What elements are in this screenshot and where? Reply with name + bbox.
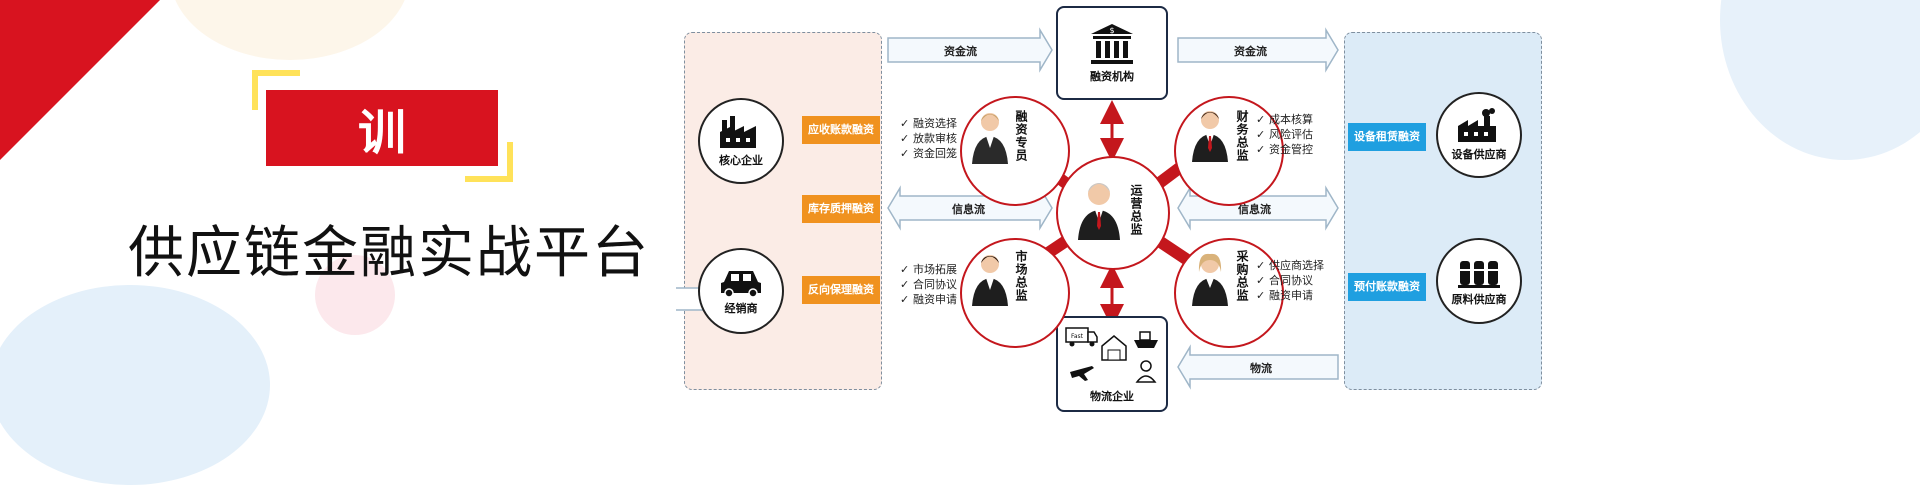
capital-flow-label-right: 资金流	[1234, 45, 1267, 58]
receivables-financing-tag: 应收账款融资	[802, 116, 880, 144]
finance-director-label: 财务总监	[1235, 110, 1249, 162]
core-enterprise-label: 核心企业	[719, 154, 763, 167]
badge-frame-bottom	[465, 176, 513, 182]
badge-frame-right	[507, 142, 513, 182]
core-enterprise-node: 核心企业	[698, 98, 784, 184]
finance-director-avatar	[1192, 111, 1228, 162]
badge-frame-top	[252, 70, 300, 76]
task-item: 市场拓展	[900, 262, 957, 277]
raw-material-supplier-label: 原料供应商	[1451, 293, 1507, 306]
distributor-label: 经销商	[724, 302, 758, 315]
logistics-company-label: 物流企业	[1090, 390, 1134, 403]
purchase-director-tasks: 供应商选择 合同协议 融资申请	[1256, 258, 1324, 303]
factory-chimney-icon	[1458, 108, 1496, 142]
truck-icon	[1065, 327, 1098, 347]
market-director-avatar	[972, 255, 1008, 306]
ship-icon	[1134, 331, 1158, 348]
truck-text: Fast	[1071, 333, 1084, 340]
task-item: 合同协议	[900, 277, 957, 292]
car-icon	[721, 271, 761, 298]
worker-icon	[1135, 360, 1157, 383]
bg-circle-pink	[315, 255, 395, 335]
warehouse-icon	[1101, 335, 1127, 361]
finance-specialist-tasks: 融资选择 放款审核 资金回笼	[900, 116, 957, 161]
factory-icon	[720, 116, 756, 148]
logistics-flow-arrow	[1177, 344, 1339, 390]
title-badge-text: 训	[357, 105, 406, 161]
left-enterprise-panel	[684, 32, 882, 390]
logistics-flow-label: 物流	[1250, 362, 1272, 375]
svg-text:$: $	[1109, 26, 1114, 35]
info-flow-label-right: 信息流	[1238, 203, 1271, 216]
inventory-pledge-financing-tag: 库存质押融资	[802, 195, 880, 223]
finance-specialist-avatar	[972, 113, 1008, 164]
task-item: 融资选择	[900, 116, 957, 131]
badge-frame-left	[252, 70, 258, 110]
bank-icon: $	[1091, 24, 1133, 64]
info-flow-label-left: 信息流	[952, 203, 985, 216]
capital-flow-arrow-right	[1177, 27, 1339, 73]
capital-flow-label-left: 资金流	[944, 45, 977, 58]
purchase-director-label: 采购总监	[1235, 250, 1249, 302]
task-item: 资金管控	[1256, 142, 1313, 157]
storage-tanks-icon	[1458, 261, 1500, 288]
page-title: 供应链金融实战平台	[128, 221, 650, 286]
top-left-red-triangle	[0, 0, 160, 160]
operations-director-avatar	[1078, 183, 1120, 240]
task-item: 供应商选择	[1256, 258, 1324, 273]
financial-institution-node: $ 融资机构	[1056, 6, 1168, 100]
distributor-node: 经销商	[698, 248, 784, 334]
market-director-label: 市场总监	[1014, 250, 1028, 302]
reverse-factoring-tag: 反向保理融资	[802, 276, 880, 304]
task-item: 风险评估	[1256, 127, 1313, 142]
task-item: 融资申请	[1256, 288, 1324, 303]
market-director-tasks: 市场拓展 合同协议 融资申请	[900, 262, 957, 307]
capital-flow-arrow-left	[887, 27, 1053, 73]
right-supplier-panel	[1344, 32, 1542, 390]
operations-director-node	[1056, 156, 1170, 270]
financial-institution-label: 融资机构	[1090, 70, 1134, 83]
airplane-icon	[1070, 366, 1094, 381]
operations-director-label: 运营总监	[1129, 184, 1143, 236]
task-item: 成本核算	[1256, 112, 1313, 127]
prepayment-financing-tag: 预付账款融资	[1348, 273, 1426, 301]
finance-director-tasks: 成本核算 风险评估 资金管控	[1256, 112, 1313, 157]
equipment-supplier-label: 设备供应商	[1451, 148, 1507, 161]
equipment-supplier-node: 设备供应商	[1436, 92, 1522, 178]
finance-specialist-label: 融资专员	[1014, 110, 1028, 162]
raw-material-supplier-node: 原料供应商	[1436, 238, 1522, 324]
purchase-director-avatar	[1192, 253, 1228, 306]
task-item: 合同协议	[1256, 273, 1324, 288]
logistics-icons: Fast	[1065, 327, 1158, 383]
task-item: 资金回笼	[900, 146, 957, 161]
task-item: 融资申请	[900, 292, 957, 307]
task-item: 放款审核	[900, 131, 957, 146]
equipment-leasing-financing-tag: 设备租赁融资	[1348, 123, 1426, 151]
title-badge: 训	[266, 90, 498, 166]
